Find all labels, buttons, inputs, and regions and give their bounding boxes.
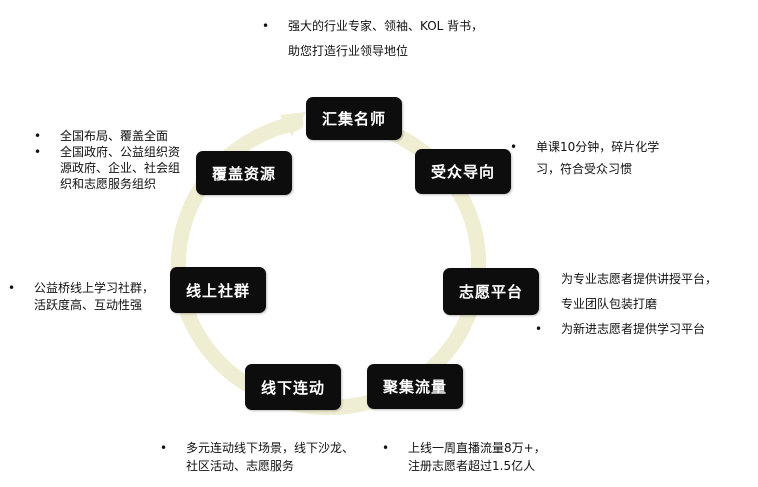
note-upper-left-item2-l2: 源政府、企业、社会组	[60, 161, 181, 175]
node-juji-liuliang: 聚集流量	[367, 364, 463, 409]
note-mid-left: 公益桥线上学习社群， 活跃度高、互动性强	[8, 280, 154, 314]
note-upper-right-line1: 单课10分钟，碎片化学	[510, 136, 659, 158]
note-bottom-left-line1: 多元连动线下场景，线下沙龙、	[160, 439, 354, 457]
note-bottom-left-line2: 社区活动、志愿服务	[186, 459, 295, 473]
note-upper-left: 全国布局、覆盖全面 全国政府、公益组织资 源政府、企业、社会组 织和志愿服务组织	[34, 128, 180, 192]
note-bottom-right: 上线一周直播流量8万+， 注册志愿者超过1.5亿人	[382, 439, 546, 475]
note-bottom-right-line2: 注册志愿者超过1.5亿人	[408, 459, 536, 473]
note-bottom-right-line1: 上线一周直播流量8万+，	[382, 439, 546, 457]
note-upper-right-line2: 习，符合受众习惯	[536, 162, 633, 176]
note-mid-left-line1: 公益桥线上学习社群，	[8, 280, 154, 297]
note-top: 强大的行业专家、领袖、KOL 背书， 助您打造行业领导地位	[262, 14, 483, 64]
note-mid-right-item2: 为新进志愿者提供学习平台	[535, 317, 717, 342]
note-top-line2: 助您打造行业领导地位	[288, 44, 409, 58]
note-mid-right-item1-l2: 专业团队包装打磨	[561, 297, 658, 311]
note-bottom-left: 多元连动线下场景，线下沙龙、 社区活动、志愿服务	[160, 439, 354, 475]
node-fugai-ziyuan: 覆盖资源	[196, 151, 292, 195]
node-xianxia-liandong: 线下连动	[245, 364, 341, 410]
note-mid-right: 为专业志愿者提供讲授平台， 专业团队包装打磨 为新进志愿者提供学习平台	[535, 267, 717, 342]
note-upper-left-item2-l1: 全国政府、公益组织资	[34, 144, 180, 160]
note-mid-left-line2: 活跃度高、互动性强	[34, 298, 143, 312]
node-shouzhong-daoxiang: 受众导向	[415, 149, 511, 194]
note-upper-right: 单课10分钟，碎片化学 习，符合受众习惯	[510, 136, 659, 180]
note-upper-left-item2-l3: 织和志愿服务组织	[60, 177, 157, 191]
node-huiji-mingshi: 汇集名师	[306, 97, 402, 140]
note-upper-left-item1: 全国布局、覆盖全面	[34, 128, 180, 144]
note-top-line1: 强大的行业专家、领袖、KOL 背书，	[262, 14, 483, 39]
note-mid-right-item1-l1: 为专业志愿者提供讲授平台，	[561, 272, 718, 286]
node-xianshang-shequn: 线上社群	[170, 267, 266, 313]
node-zhiyuan-pingtai: 志愿平台	[443, 268, 539, 315]
cycle-ring-arrowhead	[280, 112, 306, 136]
